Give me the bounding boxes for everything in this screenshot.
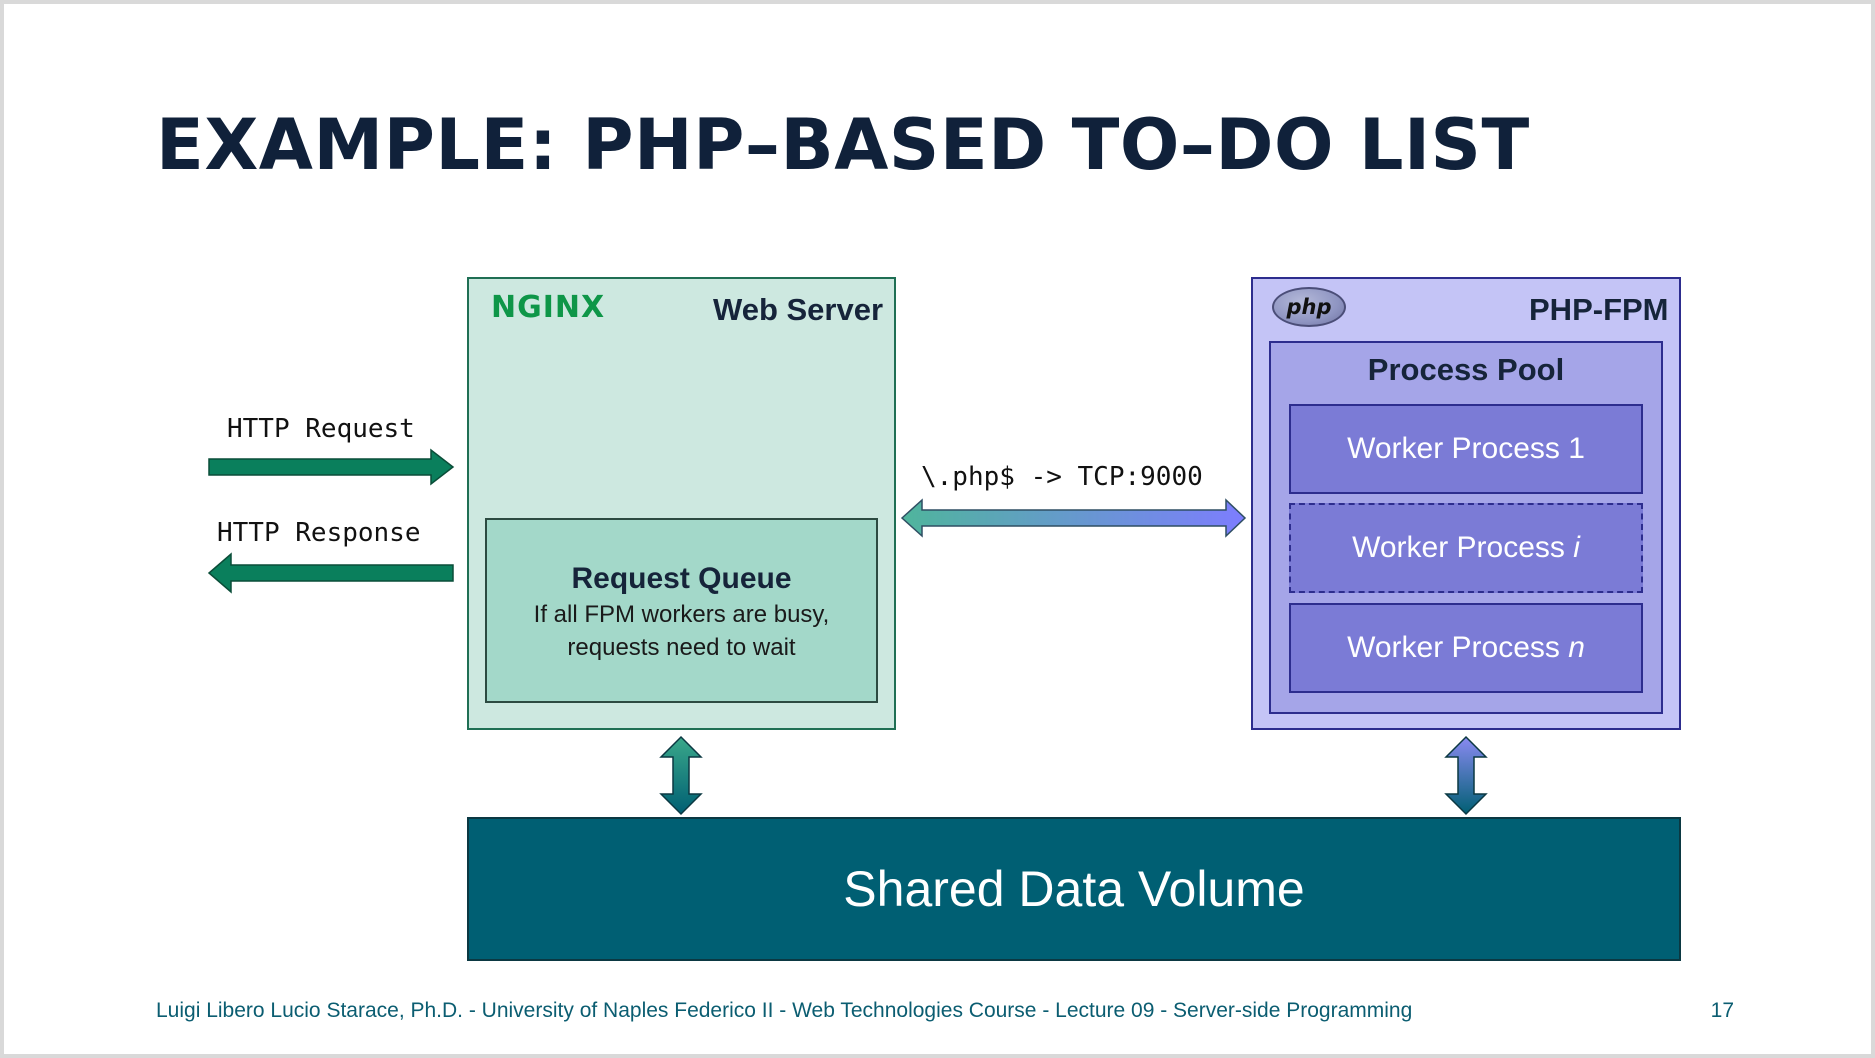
http-request-label: HTTP Request xyxy=(227,414,415,444)
web-server-volume-arrow xyxy=(659,735,703,816)
slide-title: EXAMPLE: PHP–BASED TO–DO LIST xyxy=(156,104,1530,186)
fastcgi-connection-arrow xyxy=(900,498,1247,538)
slide-footer: Luigi Libero Lucio Starace, Ph.D. - Univ… xyxy=(156,999,1413,1022)
web-server-title: Web Server xyxy=(713,292,884,327)
page-number: 17 xyxy=(1710,999,1734,1022)
php-fpm-title: PHP-FPM xyxy=(1529,292,1669,327)
php-logo: php xyxy=(1272,287,1346,327)
nginx-logo: NGINX xyxy=(491,290,606,325)
http-request-arrow xyxy=(208,448,455,486)
request-queue-desc-line2: requests need to wait xyxy=(567,634,796,661)
worker-process-1: Worker Process 1 xyxy=(1289,404,1643,494)
process-pool-title: Process Pool xyxy=(1367,352,1565,387)
http-response-arrow xyxy=(207,552,454,594)
connection-label: \.php$ -> TCP:9000 xyxy=(921,462,1203,492)
slide: EXAMPLE: PHP–BASED TO–DO LIST HTTP Reque… xyxy=(4,4,1871,1054)
request-queue-box: Request Queue If all FPM workers are bus… xyxy=(485,518,878,703)
request-queue-desc-line1: If all FPM workers are busy, xyxy=(533,601,830,628)
request-queue-title: Request Queue xyxy=(571,562,792,595)
worker-process-n: Worker Process n xyxy=(1289,603,1643,693)
worker-process-i: Worker Process i xyxy=(1289,503,1643,593)
http-response-label: HTTP Response xyxy=(217,518,421,548)
php-fpm-volume-arrow xyxy=(1444,735,1488,816)
shared-data-volume: Shared Data Volume xyxy=(467,817,1681,961)
